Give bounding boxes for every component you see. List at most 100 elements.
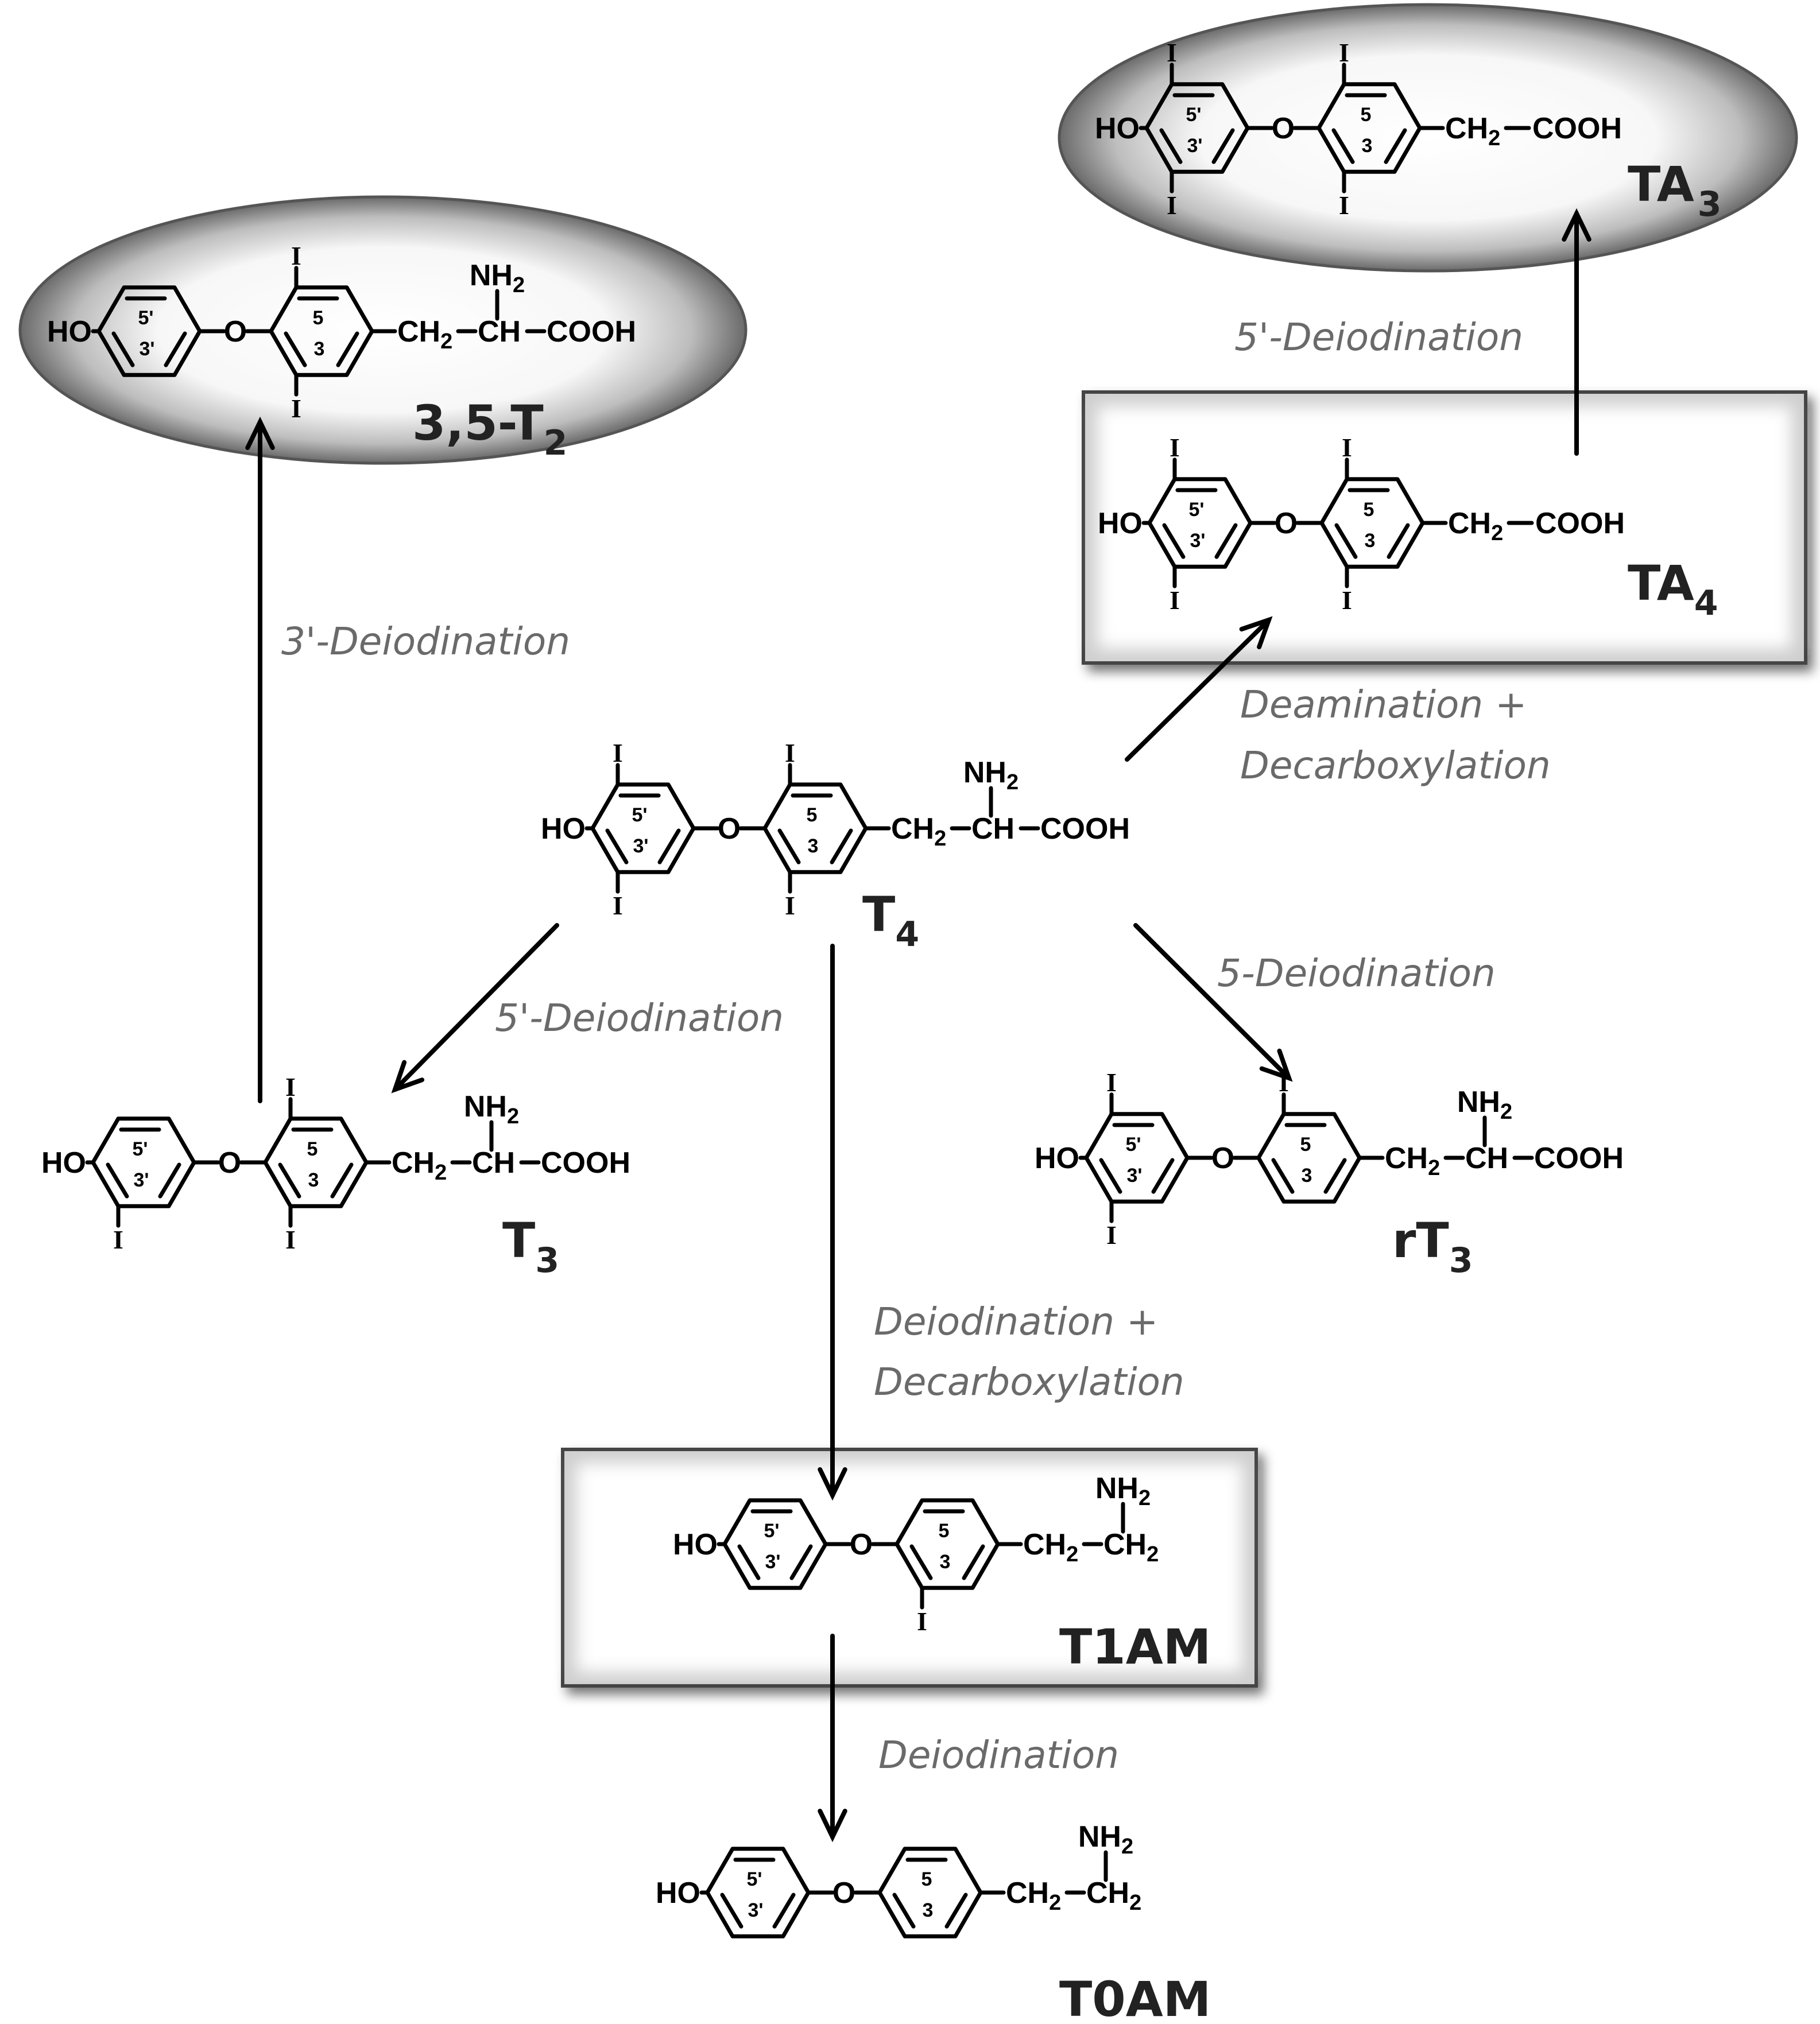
ch2-label: CH2 — [891, 812, 946, 851]
outer-ring-double-bond — [164, 331, 187, 367]
ch2-label: CH2 — [392, 1146, 447, 1185]
outer-ring-double-bond — [1159, 128, 1183, 164]
iodine-3prime: I — [613, 891, 623, 920]
ch-label: CH — [478, 315, 521, 348]
nh2-label: NH2 — [470, 259, 525, 297]
inner-ring-double-bond — [1323, 1158, 1347, 1194]
inner-ring-double-bond — [777, 828, 801, 864]
arrow-t4-to-ta4 — [1125, 616, 1273, 762]
cooh-label: COOH — [1532, 112, 1622, 145]
inner-ring-position-bottom: 3 — [308, 1169, 319, 1191]
inner-ring-double-bond — [962, 1544, 985, 1580]
inner-ring-double-bond — [278, 1162, 301, 1199]
hydroxyl-label: HO — [656, 1876, 700, 1910]
reaction-label-ta4-ta3-5prime-deiodination: 5'-Deiodination — [1234, 315, 1523, 359]
inner-ring-position-top: 5 — [1300, 1134, 1311, 1156]
ether-oxygen-label: O — [224, 315, 247, 348]
iodine-5: I — [1342, 433, 1352, 462]
outer-ring — [1084, 1112, 1190, 1204]
outer-ring-position-bottom: 3' — [633, 835, 649, 857]
outer-ring-double-bond — [737, 1544, 761, 1580]
iodine-3: I — [917, 1607, 927, 1636]
outer-ring-double-bond — [605, 828, 629, 864]
cooh-label: COOH — [541, 1146, 630, 1180]
arrow-ta4-to-ta3 — [1562, 208, 1591, 456]
outer-ring-position-top: 5' — [747, 1868, 762, 1890]
inner-ring-position-top: 5 — [1364, 499, 1374, 521]
inner-ring-double-bond — [336, 331, 359, 367]
iodine-3: I — [1339, 191, 1349, 220]
iodine-5prime: I — [1106, 1068, 1117, 1097]
arrow-t4-to-rt3 — [1133, 923, 1293, 1082]
outer-ring-position-top: 5' — [1189, 499, 1205, 521]
reaction-arrows — [245, 208, 1591, 1843]
iodine-3: I — [1342, 586, 1352, 615]
arrow-t3-to-t2 — [245, 416, 275, 1103]
arrow-t1am-to-t0am — [818, 1634, 847, 1843]
cooh-label: COOH — [1535, 507, 1625, 540]
ch-label: CH — [1465, 1142, 1508, 1175]
outer-ring-position-bottom: 3' — [1187, 135, 1203, 157]
hydroxyl-label: HO — [1095, 112, 1140, 145]
outer-ring-position-bottom: 3' — [765, 1551, 781, 1573]
arrow-t4-to-ta4-shaft — [1125, 618, 1271, 762]
iodine-3prime: I — [1106, 1220, 1117, 1250]
reaction-label-t1am-t0am-deiodination: Deiodination — [878, 1733, 1119, 1777]
outer-ring-double-bond — [720, 1893, 744, 1929]
ta4-highlight-box — [1082, 390, 1807, 665]
iodine-3prime: I — [113, 1225, 123, 1254]
outer-ring-position-bottom: 3' — [1127, 1165, 1143, 1187]
cooh-label: COOH — [547, 315, 636, 348]
ch2-label: CH2 — [1448, 507, 1503, 545]
outer-ring-position-top: 5' — [1186, 104, 1202, 126]
compound-label-t4: T4 — [862, 886, 919, 955]
outer-ring-double-bond — [111, 331, 135, 367]
inner-ring-double-bond — [284, 331, 307, 367]
nh2-label: NH2 — [1457, 1085, 1512, 1124]
ether-oxygen-label: O — [1211, 1142, 1234, 1175]
inner-ring-double-bond — [1334, 523, 1358, 559]
ch2-label: CH2 — [397, 315, 452, 354]
outer-ring-double-bond — [106, 1162, 129, 1199]
compound-label-ta4: TA4 — [1628, 555, 1718, 623]
arrow-t4-to-t1am — [818, 944, 847, 1501]
outer-ring-position-bottom: 3' — [134, 1169, 149, 1191]
arrow-t4-to-ta4-head — [1239, 616, 1273, 650]
iodine-5prime: I — [1167, 38, 1177, 67]
reaction-label-3prime-deiodination: 3'-Deiodination — [281, 619, 570, 664]
inner-ring-position-top: 5 — [1361, 104, 1372, 126]
ch2-label: CH2 — [1103, 1528, 1159, 1567]
inner-ring-position-bottom: 3 — [940, 1551, 951, 1573]
nh2-label: NH2 — [1095, 1472, 1151, 1510]
ch-label: CH — [971, 812, 1014, 846]
reaction-label-5-deiodination: 5-Deiodination — [1217, 951, 1496, 995]
inner-ring-position-top: 5 — [807, 804, 818, 826]
cooh-label: COOH — [1534, 1142, 1624, 1175]
arrow-t4-to-rt3-head — [1259, 1048, 1293, 1082]
inner-ring-double-bond — [892, 1893, 916, 1929]
hydroxyl-label: HO — [47, 315, 92, 348]
reaction-label-decarboxylation-t1am: Decarboxylation — [874, 1360, 1184, 1404]
outer-ring-position-bottom: 3' — [1190, 530, 1206, 552]
nh2-label: NH2 — [963, 756, 1019, 794]
compound-label-t1am: T1AM — [1059, 1619, 1211, 1675]
inner-ring — [263, 1116, 369, 1208]
outer-ring — [705, 1847, 811, 1938]
ch2-label: CH2 — [1445, 112, 1500, 150]
reaction-label-deamination: Deamination + — [1240, 683, 1527, 727]
inner-ring-double-bond — [830, 828, 853, 864]
inner-ring-double-bond — [1331, 128, 1355, 164]
outer-ring-position-top: 5' — [632, 804, 648, 826]
compound-label-rt3: rT3 — [1392, 1212, 1473, 1281]
outer-ring — [590, 782, 696, 874]
outer-ring-double-bond — [789, 1544, 813, 1580]
inner-ring-position-bottom: 3 — [1302, 1165, 1312, 1187]
inner-ring-double-bond — [1384, 128, 1407, 164]
cooh-label: COOH — [1040, 812, 1130, 846]
ch2-label: CH2 — [1086, 1876, 1141, 1915]
